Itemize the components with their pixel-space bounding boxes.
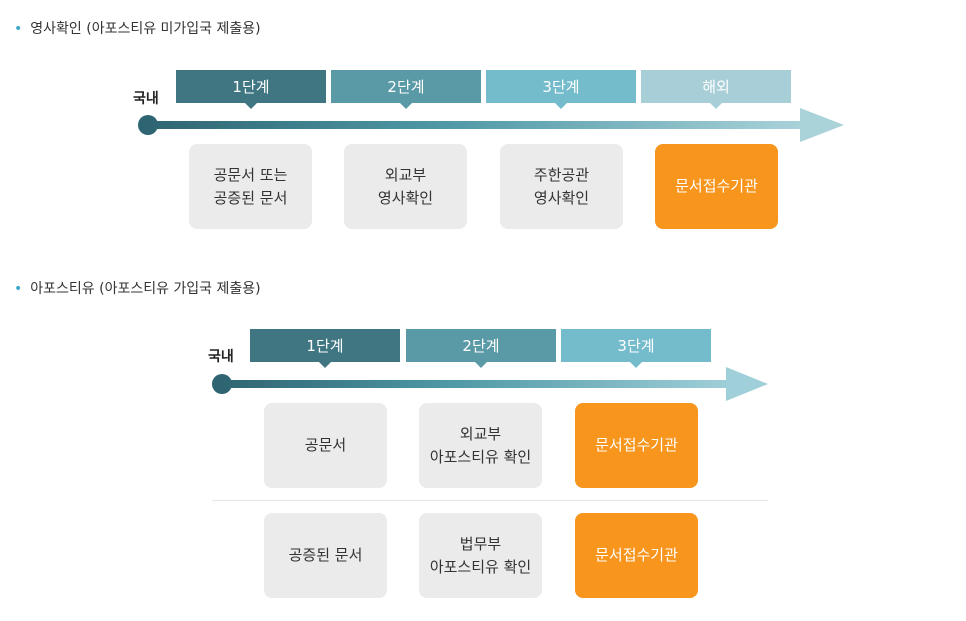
stage-label: 2단계 [387, 78, 425, 96]
section2-title: • 아포스티유 (아포스티유 가입국 제출용) [14, 278, 261, 298]
section1-timeline-arrow [138, 108, 844, 142]
section2-stage-1: 1단계 [250, 329, 400, 368]
box-line: 외교부 [459, 425, 502, 443]
stage-label: 1단계 [306, 337, 344, 355]
box-line: 영사확인 [533, 188, 590, 207]
box-line: 영사확인 [377, 188, 434, 207]
box-line: 공증된 문서 [288, 546, 363, 565]
box-line: 주한공관 [533, 166, 590, 184]
box-line: 문서접수기관 [595, 436, 678, 455]
box-line: 공문서 [304, 436, 347, 455]
pointer-icon [400, 103, 412, 109]
section2-row2-box-3: 문서접수기관 [575, 513, 698, 598]
section1-title: • 영사확인 (아포스티유 미가입국 제출용) [14, 18, 261, 38]
pointer-icon [630, 362, 642, 368]
pointer-icon [710, 103, 722, 109]
stage-label: 3단계 [542, 78, 580, 96]
section2-row1-box-1: 공문서 [264, 403, 387, 488]
box-line: 문서접수기관 [675, 177, 758, 196]
pointer-icon [475, 362, 487, 368]
section1-stage-2: 2단계 [331, 70, 481, 109]
pointer-icon [245, 103, 257, 109]
section2-stage-2: 2단계 [406, 329, 556, 368]
bullet-icon: • [14, 21, 23, 37]
box-line: 공문서 또는 [213, 166, 288, 184]
box-line: 아포스티유 확인 [429, 557, 532, 576]
box-line: 외교부 [384, 166, 427, 184]
bullet-icon: • [14, 281, 23, 297]
section1-title-text: 영사확인 (아포스티유 미가입국 제출용) [30, 21, 261, 37]
section2-title-text: 아포스티유 (아포스티유 가입국 제출용) [30, 281, 261, 297]
section2-timeline-arrow [212, 367, 768, 401]
section2-stage-3: 3단계 [561, 329, 711, 368]
section1-stage-3: 3단계 [486, 70, 636, 109]
pointer-icon [555, 103, 567, 109]
stage-label: 1단계 [232, 78, 270, 96]
box-line: 문서접수기관 [595, 546, 678, 565]
section2-row2-box-1: 공증된 문서 [264, 513, 387, 598]
section2-row-divider [212, 500, 768, 501]
section1-domestic-label: 국내 [133, 91, 159, 107]
box-line: 공증된 문서 [213, 188, 288, 207]
pointer-icon [319, 362, 331, 368]
stage-label: 해외 [702, 78, 730, 96]
stage-label: 3단계 [617, 337, 655, 355]
section2-row1-box-3: 문서접수기관 [575, 403, 698, 488]
box-line: 법무부 [459, 535, 502, 553]
box-line: 아포스티유 확인 [429, 447, 532, 466]
section1-box-4: 문서접수기관 [655, 144, 778, 229]
section2-domestic-label: 국내 [208, 349, 234, 365]
section1-stage-1: 1단계 [176, 70, 326, 109]
stage-label: 2단계 [462, 337, 500, 355]
section1-stage-4: 해외 [641, 70, 791, 109]
